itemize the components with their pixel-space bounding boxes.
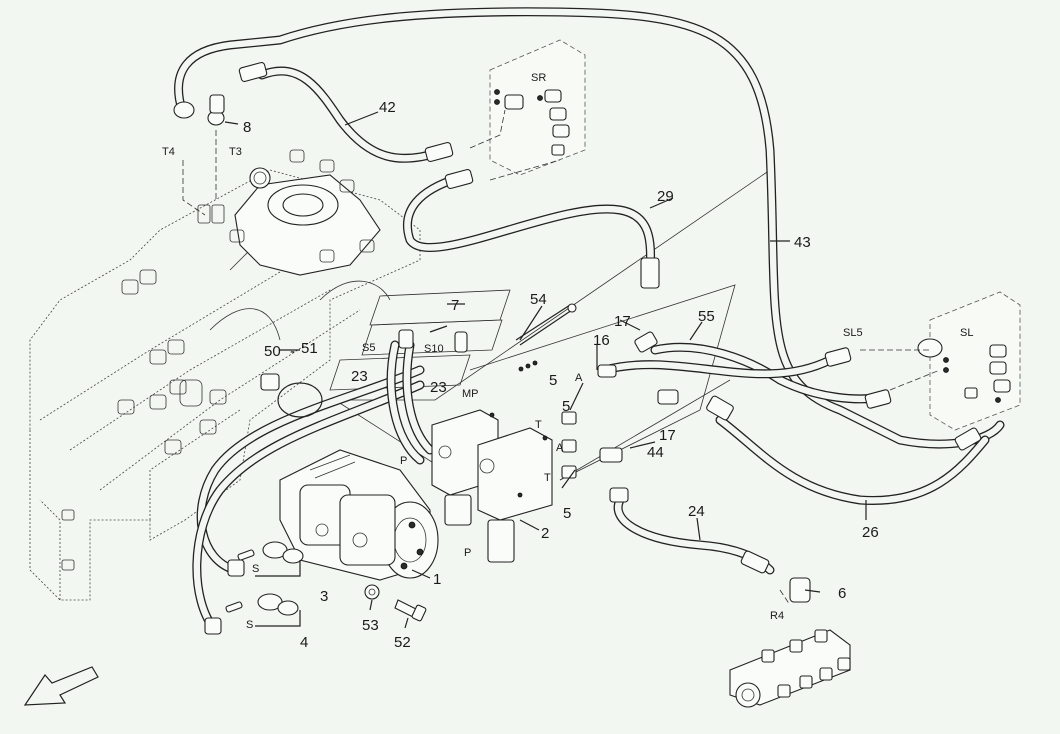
port-a2: A <box>556 442 564 454</box>
callout-29: 29 <box>657 188 674 205</box>
callout-23a: 23 <box>351 368 368 385</box>
port-p2: P <box>464 547 471 559</box>
bolt-and-washer <box>364 584 427 622</box>
port-s10: S10 <box>424 343 444 355</box>
callout-26: 26 <box>862 524 879 541</box>
callout-6: 6 <box>838 585 846 602</box>
callout-16: 16 <box>593 332 610 349</box>
port-t1: T <box>535 419 542 431</box>
distribution-manifold <box>729 629 851 708</box>
dashed-link-lines <box>182 109 941 606</box>
callout-51: 51 <box>301 340 318 357</box>
top-valve-block <box>197 149 381 276</box>
callout-17b: 17 <box>659 427 676 444</box>
callout-42: 42 <box>379 99 396 116</box>
port-r4: R4 <box>770 610 784 622</box>
callout-23b: 23 <box>430 379 447 396</box>
callout-55: 55 <box>698 308 715 325</box>
port-sl5: SL5 <box>843 327 863 339</box>
callout-3: 3 <box>320 588 328 605</box>
callout-8: 8 <box>243 119 251 136</box>
control-valves <box>431 409 553 563</box>
port-s1: S <box>252 563 259 575</box>
callout-53: 53 <box>362 617 379 634</box>
port-a1: A <box>575 372 583 384</box>
leader-lines <box>224 111 867 629</box>
callout-1: 1 <box>433 571 441 588</box>
o-ring <box>277 382 323 418</box>
callout-2: 2 <box>541 525 549 542</box>
port-t3: T3 <box>229 146 242 158</box>
sr-mounting-plate <box>489 39 586 176</box>
port-t2: T <box>544 472 551 484</box>
callout-54: 54 <box>530 291 547 308</box>
port-mp: MP <box>462 388 479 400</box>
flange-kits <box>225 541 304 616</box>
sensor-connector <box>518 360 538 372</box>
callout-dash: - <box>290 343 295 360</box>
callout-labels: 1 2 3 4 5 5 5 6 7 8 16 17 17 23 23 24 26… <box>243 99 879 651</box>
port-sr: SR <box>531 72 546 84</box>
direction-arrow-icon <box>23 666 99 706</box>
sl-mounting-plate <box>917 291 1021 431</box>
port-labels: SR SL SL5 T4 T3 S5 S10 MP P P T T A A S … <box>162 72 973 631</box>
hydraulic-pump <box>279 449 439 581</box>
callout-43: 43 <box>794 234 811 251</box>
port-s5: S5 <box>362 342 375 354</box>
callout-44: 44 <box>647 444 664 461</box>
hoses <box>174 7 1005 635</box>
rod <box>515 303 577 346</box>
port-s2: S <box>246 619 253 631</box>
callout-4: 4 <box>300 634 308 651</box>
callout-5b: 5 <box>563 505 571 522</box>
port-t4: T4 <box>162 146 175 158</box>
callout-50: 50 <box>264 343 281 360</box>
callout-5c: 5 <box>562 398 570 415</box>
hose-fittings <box>173 61 982 635</box>
callout-5a: 5 <box>549 372 557 389</box>
gasket-sheets <box>329 289 511 391</box>
callout-17a: 17 <box>614 313 631 330</box>
callout-52: 52 <box>394 634 411 651</box>
callout-7: 7 <box>451 297 459 314</box>
port-p1: P <box>400 455 407 467</box>
callout-24: 24 <box>688 503 705 520</box>
port-sl: SL <box>960 327 973 339</box>
